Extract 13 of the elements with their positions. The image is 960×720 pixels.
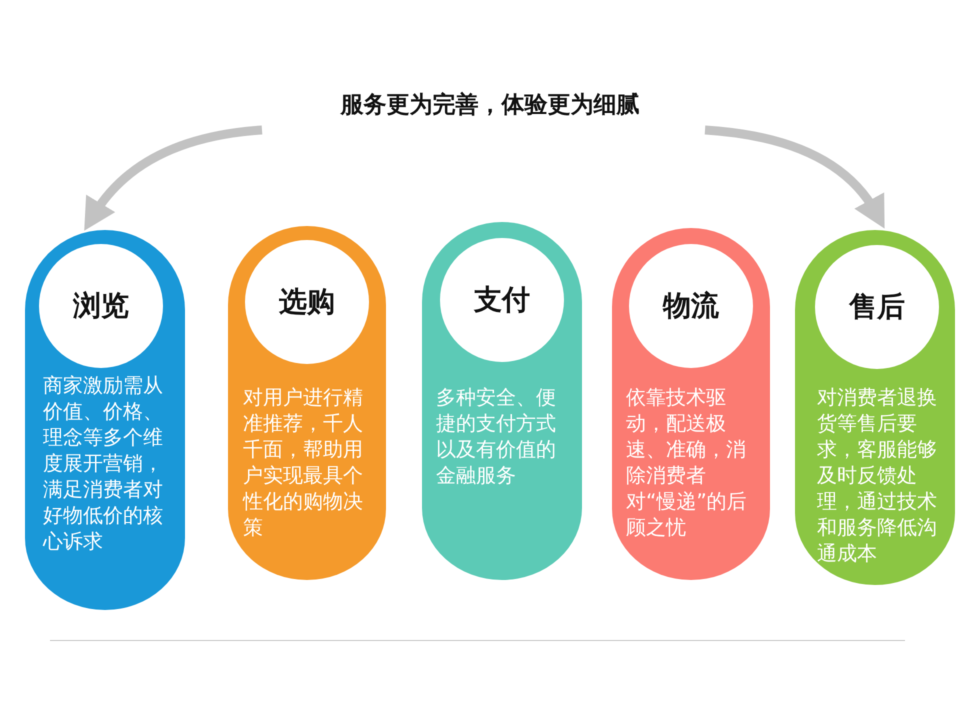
curved-arrow [704,126,886,228]
step-title: 售后 [849,290,905,324]
description-text: 多种安全、便捷的支付方式以及有价值的金融服务 [436,384,557,488]
description-text: 对用户进行精准推荐，千人千面，帮助用户实现最具个性化的购物决策 [243,384,364,540]
curved-arrow [84,126,262,230]
diagram-title: 服务更为完善，体验更为细腻 [339,90,640,120]
description-text: 依靠技术驱动，配送极速、准确，消除消费者对“慢递”的后顾之忧 [626,384,748,540]
step-title: 物流 [663,289,719,323]
step-title: 支付 [474,283,530,317]
step-title: 浏览 [73,289,129,323]
description-text: 对消费者退换货等售后要求，客服能够及时反馈处理，通过技术和服务降低沟通成本 [817,384,938,566]
description-text: 商家激励需从价值、价格、理念等多个维度展开营销，满足消费者对好物低价的核心诉求 [43,372,164,554]
step-title: 选购 [279,285,335,319]
